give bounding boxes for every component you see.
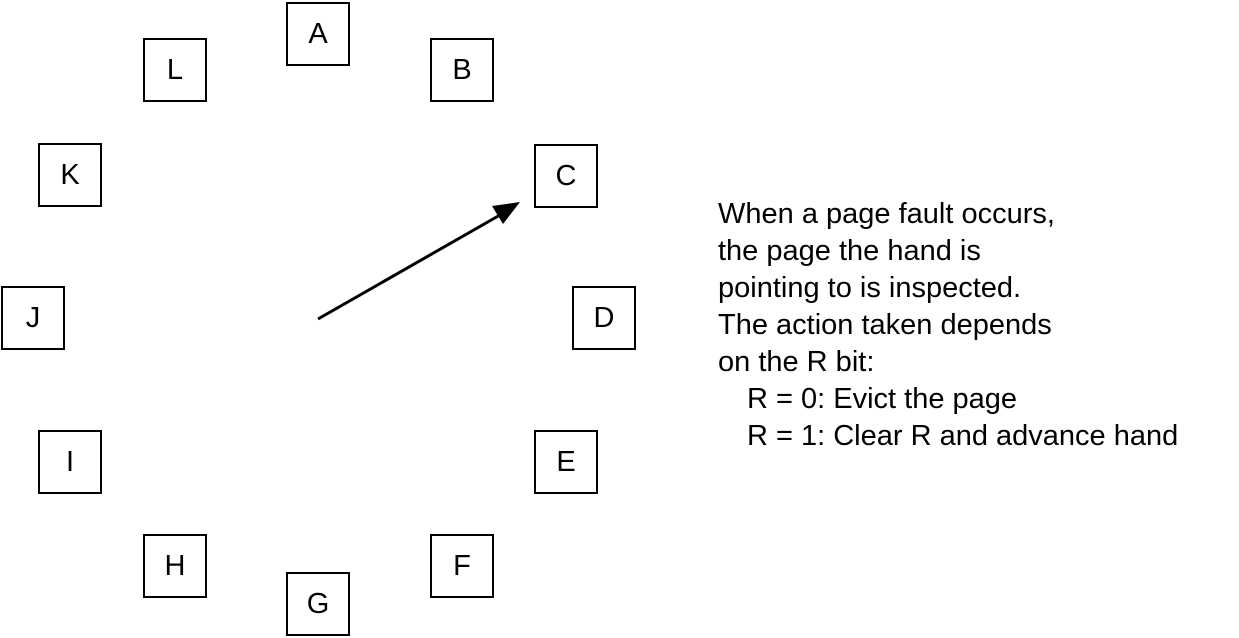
page-frame-g: G (286, 572, 350, 636)
page-frame-d: D (572, 286, 636, 350)
explanation-line: on the R bit: (718, 346, 875, 378)
page-frame-e: E (534, 430, 598, 494)
clock-hand-line (317, 213, 501, 321)
explanation-line: pointing to is inspected. (718, 272, 1022, 304)
page-frame-j: J (1, 286, 65, 350)
explanation-line: The action taken depends (718, 309, 1052, 341)
explanation-line: When a page fault occurs, (718, 198, 1055, 230)
explanation-line: the page the hand is (718, 235, 981, 267)
page-frame-a: A (286, 2, 350, 66)
rule-r-zero: R = 0: Evict the page (747, 383, 1018, 415)
rule-r-one: R = 1: Clear R and advance hand (747, 420, 1179, 452)
page-frame-i: I (38, 430, 102, 494)
page-frame-l: L (143, 38, 207, 102)
page-frame-b: B (430, 38, 494, 102)
clock-hand-arrowhead (492, 202, 520, 224)
explanation-text: When a page fault occurs, the page the h… (718, 196, 1178, 455)
page-frame-f: F (430, 534, 494, 598)
page-frame-k: K (38, 143, 102, 207)
page-frame-c: C (534, 144, 598, 208)
page-frame-h: H (143, 534, 207, 598)
